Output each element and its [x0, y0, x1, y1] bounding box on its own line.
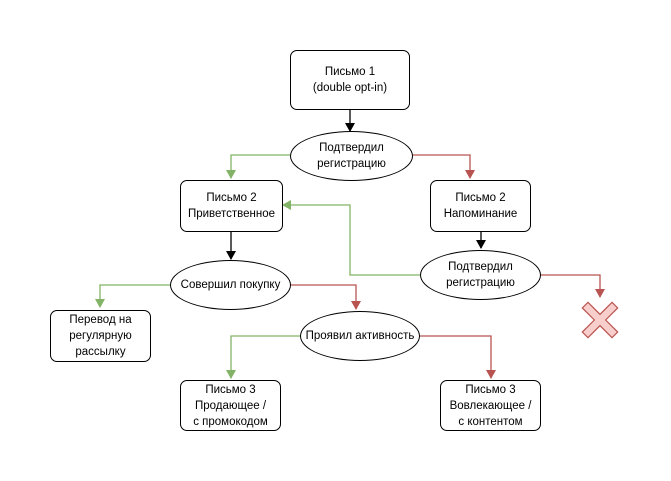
email2-welcome-node: Письмо 2 Приветственное	[180, 180, 283, 232]
edge-confirmed2-no	[541, 274, 605, 298]
active-label: Проявил активность	[305, 330, 415, 342]
purchased-decision: Совершил покупку	[170, 260, 291, 310]
purchased-label: Совершил покупку	[180, 279, 281, 291]
active-decision: Проявил активность	[300, 311, 420, 361]
email2-reminder-node: Письмо 2 Напоминание	[430, 180, 531, 232]
regular-newsletter-node: Перевод на регулярную рассылку	[50, 310, 151, 362]
confirmed-label: Подтвердил регистрацию	[317, 142, 386, 170]
edge-confirmed2-yes	[282, 200, 420, 276]
confirmed2-decision: Подтвердил регистрацию	[420, 250, 541, 300]
x-mark-icon	[581, 301, 619, 339]
edge-active-yes	[226, 335, 300, 379]
edge-purchase-no	[291, 284, 361, 310]
confirmed2-label: Подтвердил регистрацию	[446, 261, 515, 289]
email1-label: Письмо 1 (double opt-in)	[312, 66, 388, 94]
email2-welcome-label: Письмо 2 Приветственное	[187, 192, 276, 220]
edge-purchase-yes	[95, 284, 170, 308]
email3-engaging-node: Письмо 3 Вовлекающее / с контентом	[440, 380, 541, 431]
edge-confirmed-no	[413, 154, 475, 179]
email2-reminder-label: Письмо 2 Напоминание	[443, 192, 518, 220]
regular-newsletter-label: Перевод на регулярную рассылку	[69, 314, 132, 358]
email3-selling-node: Письмо 3 Продающее / с промокодом	[180, 380, 281, 431]
email1-node: Письмо 1 (double opt-in)	[290, 50, 410, 110]
edge-active-no	[420, 335, 496, 379]
email3-engaging-label: Письмо 3 Вовлекающее / с контентом	[449, 383, 532, 428]
edge-confirmed-yes	[226, 154, 290, 179]
email3-selling-label: Письмо 3 Продающее / с промокодом	[193, 383, 268, 428]
confirmed-decision: Подтвердил регистрацию	[290, 131, 413, 181]
